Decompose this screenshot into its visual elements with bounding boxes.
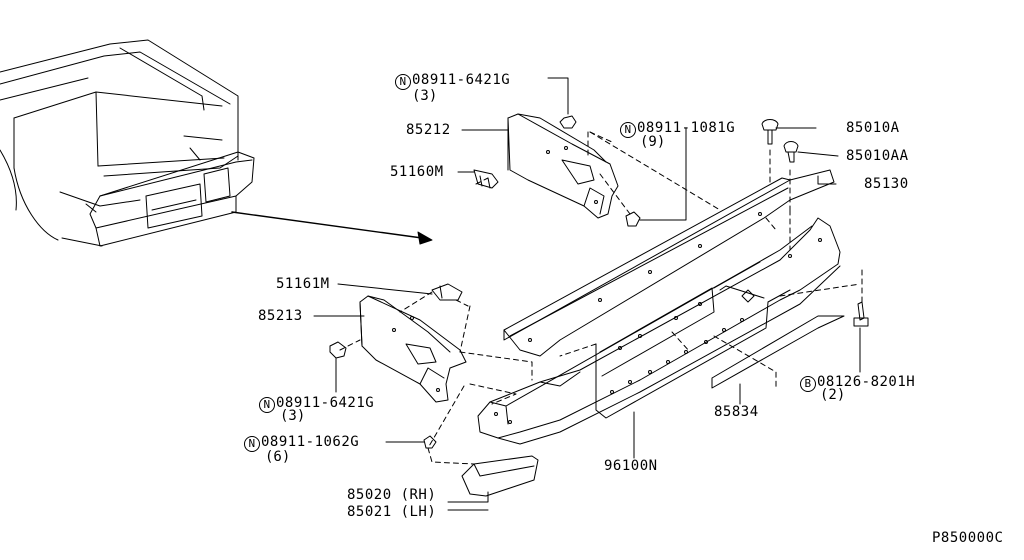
quantity: (3) — [280, 408, 306, 424]
part-number: 08911-6421G — [276, 395, 375, 411]
quantity: (9) — [640, 134, 666, 150]
nut-symbol-icon: N — [259, 397, 275, 413]
bolt-85010a — [761, 119, 779, 145]
bolt-85010aa — [783, 141, 799, 163]
part-number: 08911-6421G — [412, 72, 511, 88]
quantity: (2) — [820, 387, 846, 403]
quantity: (6) — [265, 449, 291, 465]
callout-51161m: 51161M — [276, 276, 330, 292]
part-number: 08126-8201H — [817, 374, 916, 390]
drawing-id: P850000C — [932, 530, 1004, 546]
truck-rear-view — [0, 39, 433, 247]
nut-symbol-icon: N — [395, 74, 411, 90]
reinforcement-85130 — [503, 169, 835, 357]
bolt-8126 — [853, 301, 869, 327]
callout-96100n: 96100N — [604, 458, 658, 474]
callout-85130: 85130 — [864, 176, 909, 192]
end-cap-85020 — [461, 455, 539, 497]
nut-symbol-icon: N — [620, 122, 636, 138]
callout-85020-rh: 85020 (RH) — [347, 487, 437, 503]
alignment-lines — [339, 131, 863, 465]
nut-upper — [559, 115, 577, 129]
bracket-51161m — [431, 283, 463, 301]
callout-85021-lh: 85021 (LH) — [347, 504, 437, 520]
leader-lines — [313, 77, 861, 511]
bracket-51160m — [473, 169, 499, 189]
callout-85834: 85834 — [714, 404, 759, 420]
quantity: (3) — [412, 88, 438, 104]
nut-symbol-icon: N — [244, 436, 260, 452]
part-number: 08911-1081G — [637, 120, 736, 136]
part-number: 08911-1062G — [261, 434, 360, 450]
bolt-symbol-icon: B — [800, 376, 816, 392]
callout-51160m: 51160M — [390, 164, 444, 180]
bracket-85212 — [507, 113, 619, 219]
step-pad-85834 — [711, 315, 845, 389]
callout-85010a: 85010A — [846, 120, 900, 136]
bracket-85213 — [359, 295, 467, 403]
callout-85010aa: 85010AA — [846, 148, 909, 164]
nut-1081g — [625, 211, 641, 227]
callout-85213: 85213 — [258, 308, 303, 324]
nut-lower — [329, 341, 347, 359]
callout-85212: 85212 — [406, 122, 451, 138]
bumper-96100n — [477, 217, 841, 445]
nut-1062g — [423, 435, 437, 449]
